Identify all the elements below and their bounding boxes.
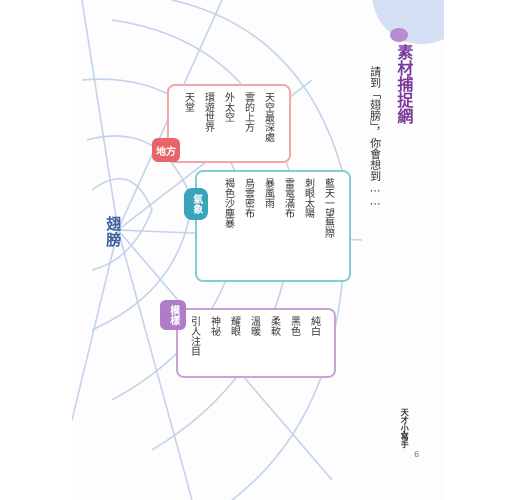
page-number: 6 [414, 450, 420, 459]
category-box-appearance [176, 308, 336, 378]
category-tag-appearance: 模樣 [160, 300, 186, 330]
list-item: 黑色 [288, 316, 300, 336]
category-tag-place: 地方 [152, 138, 180, 162]
category-tag-weather: 氣象 [184, 188, 208, 220]
list-item: 純白 [308, 316, 320, 336]
list-item: 藍天一望無際 [322, 178, 334, 238]
list-item: 環遊世界 [202, 92, 214, 132]
list-item: 雲的上方 [242, 92, 254, 132]
list-item: 刺眼太陽 [302, 178, 314, 218]
list-item: 褐色沙塵暴 [222, 178, 234, 228]
list-item: 暴風雨 [262, 178, 274, 208]
category-box-weather [195, 170, 351, 282]
list-item: 雷電滿布 [282, 178, 294, 218]
list-item: 柔軟 [268, 316, 280, 336]
list-item: 外太空 [222, 92, 234, 122]
list-item: 神祕 [208, 316, 220, 336]
list-item: 天堂 [182, 92, 194, 112]
category-box-place [167, 84, 291, 163]
list-item: 天空最深處 [262, 92, 274, 142]
page: 素材捕捉網 請到「翅膀」，你會想到…… 翅膀 地方 天空最深處 雲的上方 外太空… [72, 0, 444, 500]
list-item: 引人注目 [188, 316, 200, 356]
list-item: 耀眼 [228, 316, 240, 336]
page-title: 素材捕捉網 [394, 44, 414, 124]
list-item: 溫暖 [248, 316, 260, 336]
brain-icon [390, 28, 408, 42]
list-item: 烏雲密布 [242, 178, 254, 218]
prompt-text: 請到「翅膀」，你會想到…… [368, 66, 382, 208]
side-label: 天才小寫手 [400, 408, 410, 448]
center-word: 翅膀 [104, 216, 123, 248]
